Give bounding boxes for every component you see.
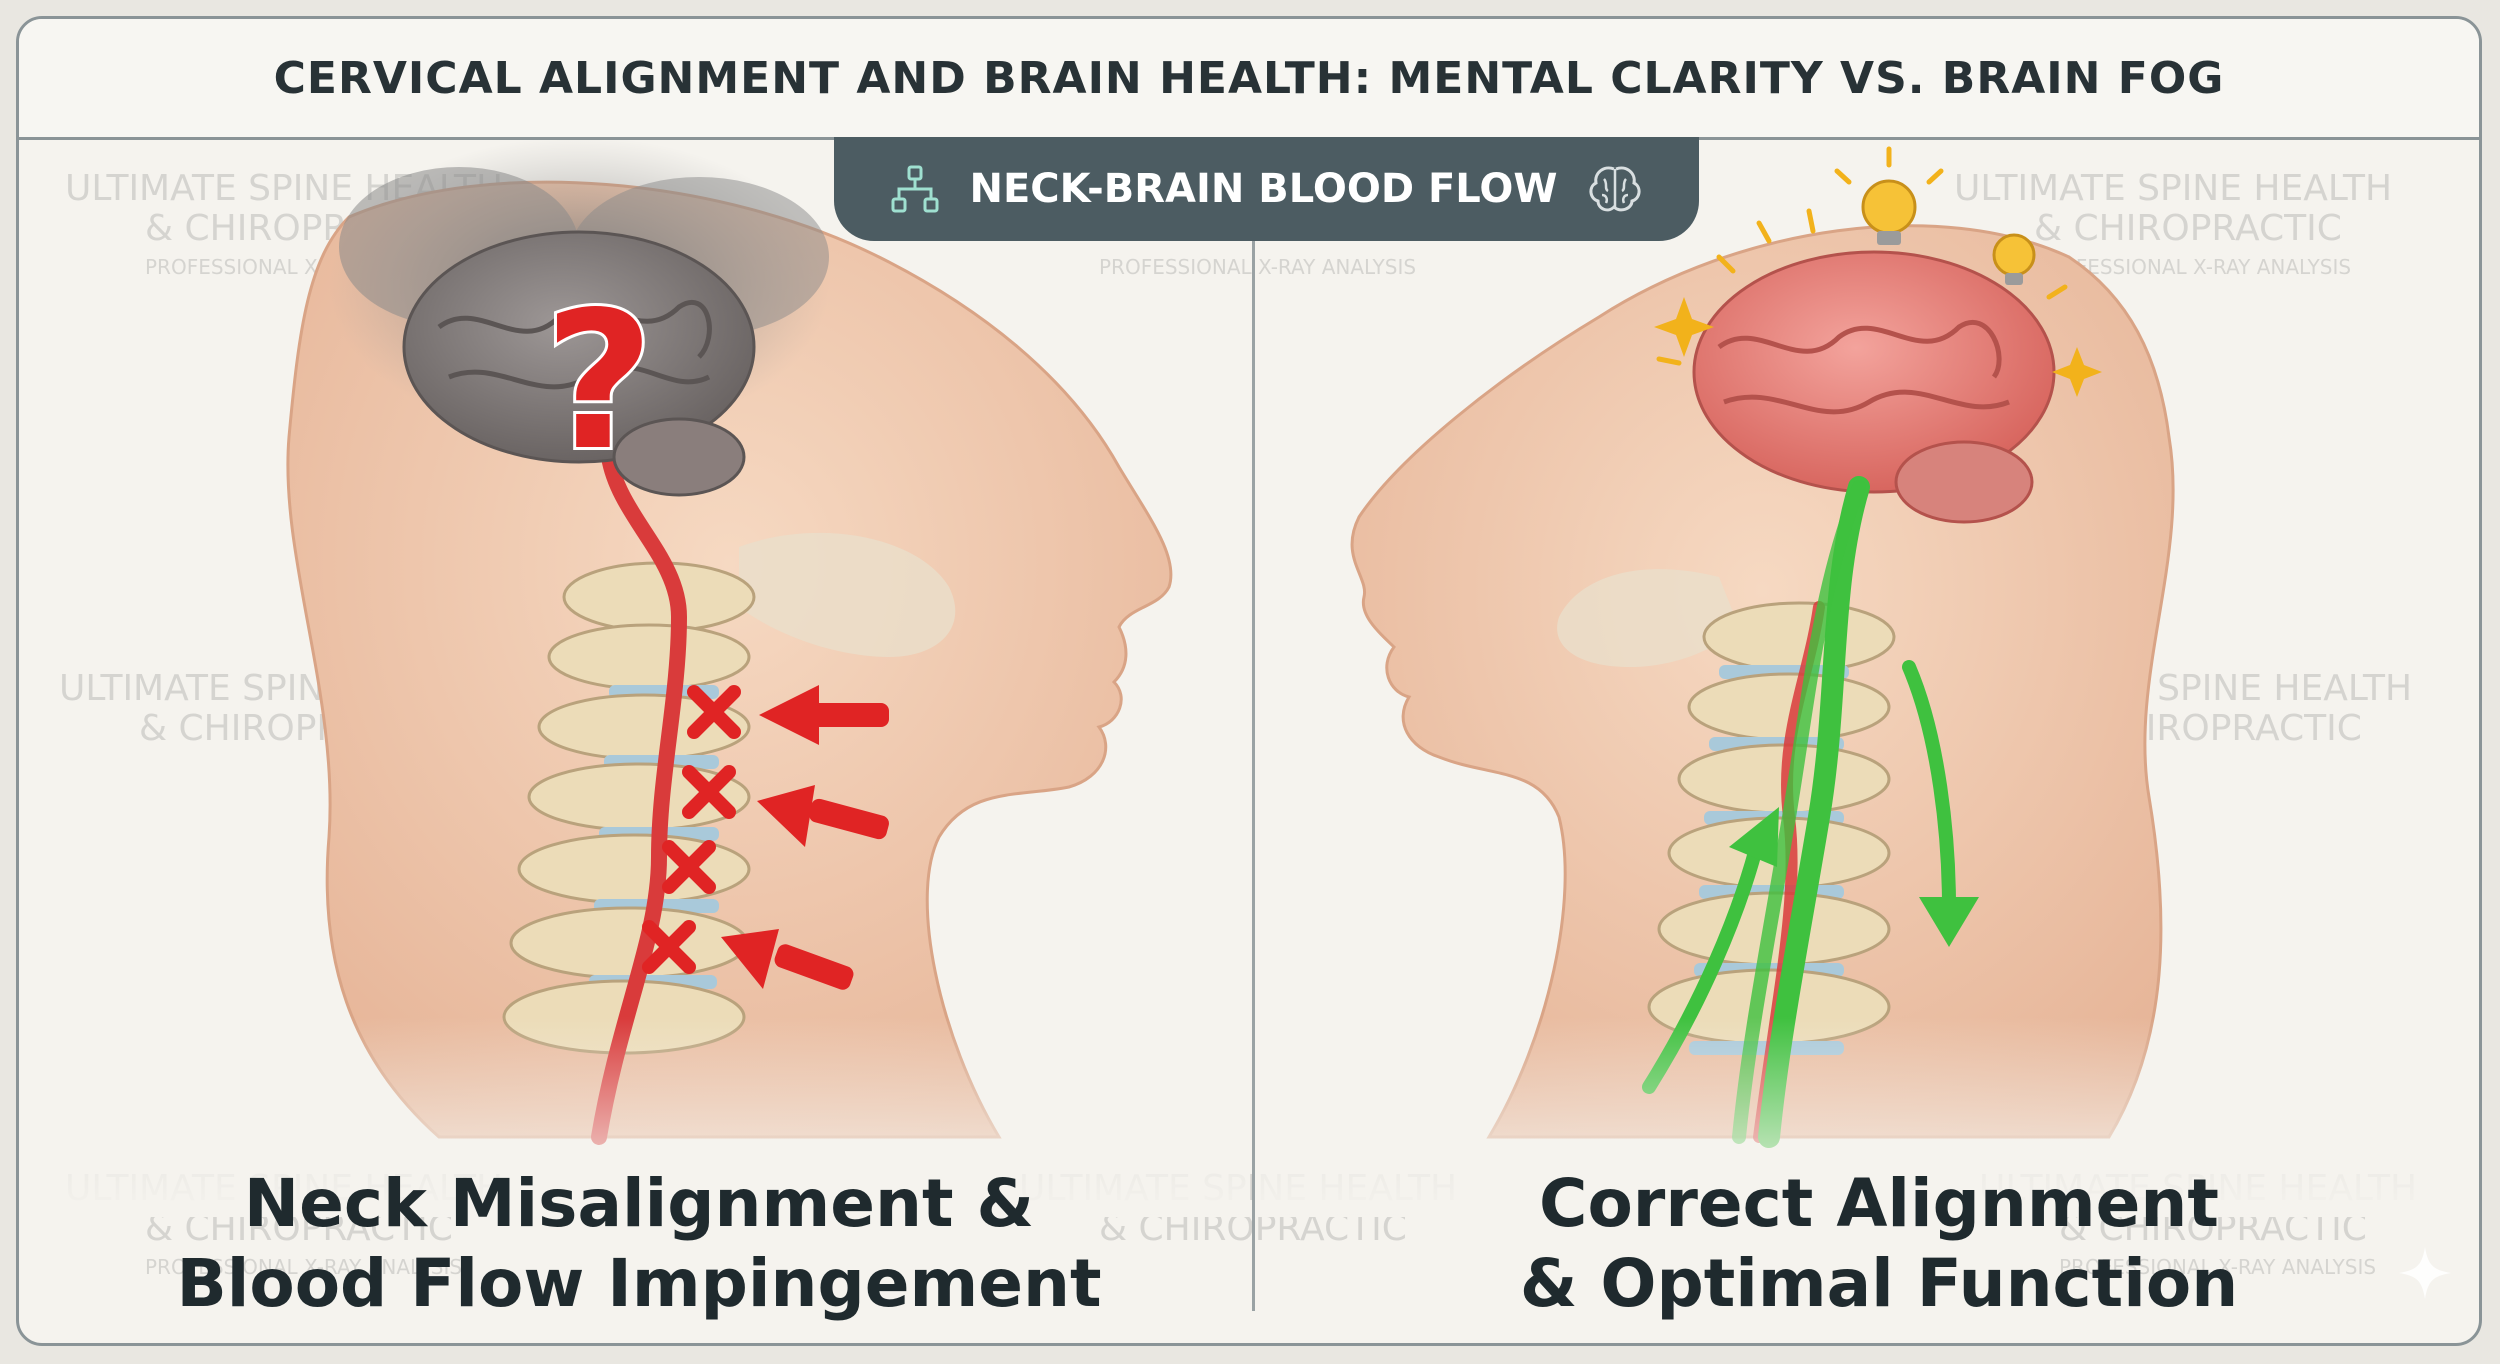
foggy-brain [402,230,756,497]
flow-arrow-up-head [1729,807,1779,867]
right-head-illustration [1255,146,2479,1217]
pressure-arrows [721,685,889,990]
blockage-x-marks [642,685,741,974]
watermark-line3: PROFESSIONAL X-RAY ANALYSIS [2059,1254,2377,1279]
left-head-illustration: ? [19,137,1249,1217]
sparkle-icon [2399,1247,2451,1299]
section-tab: NECK-BRAIN BLOOD FLOW [834,137,1699,241]
watermark: ULTIMATE SPINE HEALTH & CHIROPRACTIC PRO… [1954,168,2393,279]
sparkle-icons [1654,208,2102,397]
watermark-line3: PROFESSIONAL X-RAY ANALYSIS [1099,254,1417,279]
illustration-canvas: ? [19,137,2479,1217]
light-bulb-icon [1834,146,1944,245]
pressure-arrow [759,685,889,745]
watermark-line2: & CHIROPRACTIC [2034,208,2342,250]
healthy-brain [1692,250,2056,524]
right-caption-line2: & Optimal Function [1519,1245,2239,1322]
blockage-x-mark [662,840,716,894]
title-bar: CERVICAL ALIGNMENT AND BRAIN HEALTH: MEN… [19,19,2479,140]
right-skull-shade [1557,569,1739,667]
watermark-line1: ULTIMATE SPINE HEALTH [1954,168,2393,209]
confusion-question-mark: ? [544,271,654,492]
blockage-x-mark [642,920,696,974]
section-tab-label: NECK-BRAIN BLOOD FLOW [969,166,1558,212]
flow-arrow-down-head [1919,897,1979,947]
pressure-arrow [721,929,854,990]
blockage-x-mark [682,765,736,819]
network-diagram-icon [891,165,939,213]
brain-outline-icon [1589,166,1640,212]
right-caption: Correct Alignment & Optimal Function [1379,1164,2379,1324]
left-artery [591,449,688,1145]
infographic-frame: CERVICAL ALIGNMENT AND BRAIN HEALTH: MEN… [16,16,2482,1346]
sparkle-icon [2052,347,2102,397]
sparkle-icon [1654,297,1714,357]
flow-arrow-down [1902,660,1956,914]
left-caption-line2: Blood Flow Impingement [176,1245,1102,1322]
light-bulb-icon [1992,233,2036,285]
left-caption: Neck Misalignment & Blood Flow Impingeme… [139,1164,1139,1324]
watermark-line3: PROFESSIONAL X-RAY ANALYSIS [2034,254,2352,279]
page-title: CERVICAL ALIGNMENT AND BRAIN HEALTH: MEN… [273,52,2225,104]
watermark-line3: PROFESSIONAL X-RAY ANALYSIS [145,1254,463,1279]
right-caption-line1: Correct Alignment [1539,1165,2219,1242]
pressure-arrow [757,785,889,847]
blockage-x-mark [687,685,741,739]
panel-divider [1252,241,1255,1311]
left-skull-shade [739,532,956,657]
left-caption-line1: Neck Misalignment & [243,1165,1035,1242]
